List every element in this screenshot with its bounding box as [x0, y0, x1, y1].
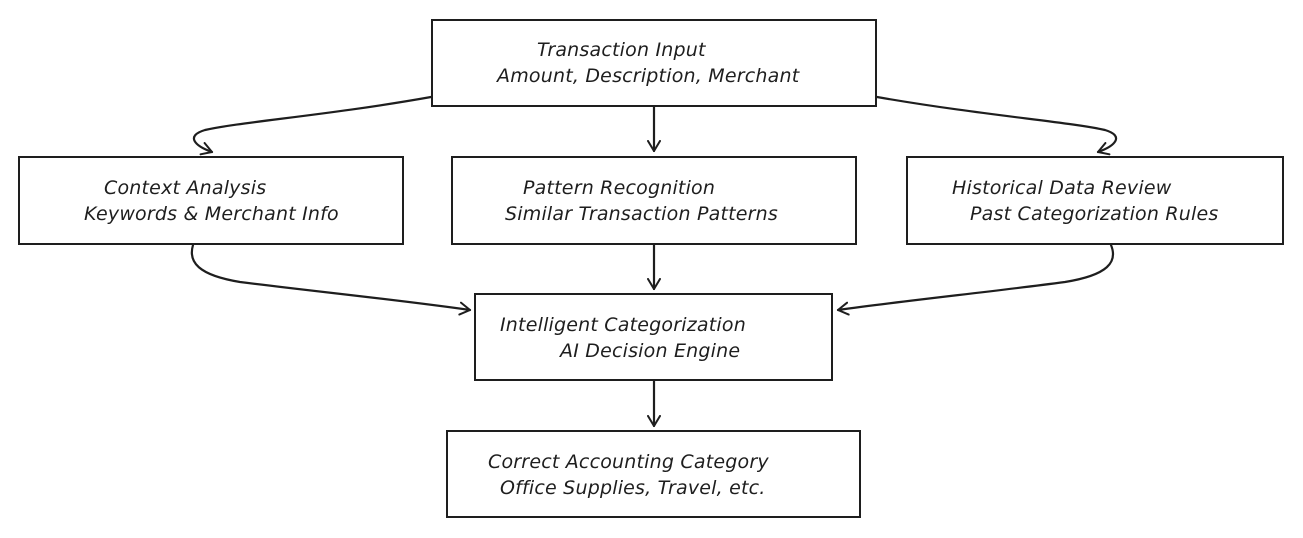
- arrow-input-to-context: [192, 95, 433, 156]
- node-subtitle: Amount, Description, Merchant: [497, 65, 800, 87]
- node-subtitle: Keywords & Merchant Info: [84, 203, 339, 225]
- node-subtitle: Similar Transaction Patterns: [505, 203, 778, 225]
- node-intelligent-categorization: Intelligent Categorization AI Decision E…: [474, 293, 833, 381]
- node-pattern-recognition: Pattern Recognition Similar Transaction …: [451, 156, 857, 245]
- node-title: Transaction Input: [537, 39, 706, 61]
- node-title: Historical Data Review: [952, 177, 1172, 199]
- node-title: Correct Accounting Category: [488, 451, 769, 473]
- node-transaction-input: Transaction Input Amount, Description, M…: [431, 19, 877, 107]
- node-subtitle: Office Supplies, Travel, etc.: [500, 477, 766, 499]
- arrow-history-to-engine: [836, 243, 1115, 316]
- node-historical-data-review: Historical Data Review Past Categorizati…: [906, 156, 1284, 245]
- node-title: Context Analysis: [104, 177, 267, 199]
- node-subtitle: AI Decision Engine: [560, 340, 741, 362]
- node-title: Pattern Recognition: [523, 177, 716, 199]
- node-correct-accounting-category: Correct Accounting Category Office Suppl…: [446, 430, 861, 518]
- arrow-input-to-history: [875, 95, 1118, 156]
- node-context-analysis: Context Analysis Keywords & Merchant Inf…: [18, 156, 404, 245]
- arrow-context-to-engine: [190, 243, 472, 316]
- node-title: Intelligent Categorization: [500, 314, 746, 336]
- node-subtitle: Past Categorization Rules: [970, 203, 1219, 225]
